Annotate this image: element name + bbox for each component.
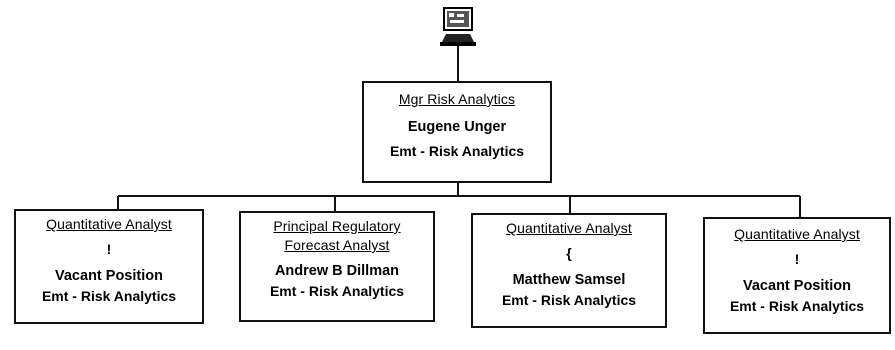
child-3-marker: { xyxy=(566,245,572,261)
child-1-dept: Emt - Risk Analytics xyxy=(41,288,177,304)
root-name: Eugene Unger xyxy=(407,119,507,135)
child-3-title: Quantitative Analyst xyxy=(506,220,632,236)
child-1-name: Vacant Position xyxy=(55,268,163,284)
child-2-title-line-2: Forecast Analyst xyxy=(284,237,390,253)
child-position-box-1[interactable]: Quantitative Analyst ! Vacant Position E… xyxy=(14,209,204,324)
root-position-box[interactable]: Mgr Risk Analytics Eugene Unger Emt - Ri… xyxy=(362,81,552,183)
child-position-box-3[interactable]: Quantitative Analyst { Matthew Samsel Em… xyxy=(471,213,667,328)
child-1-title: Quantitative Analyst xyxy=(46,216,172,232)
computer-icon xyxy=(438,6,478,48)
child-4-title: Quantitative Analyst xyxy=(734,226,860,242)
child-2-name: Andrew B Dillman xyxy=(274,263,400,279)
child-3-dept: Emt - Risk Analytics xyxy=(501,292,637,308)
child-4-marker: ! xyxy=(794,251,800,267)
child-2-title: Principal Regulatory xyxy=(273,218,401,234)
child-position-box-4[interactable]: Quantitative Analyst ! Vacant Position E… xyxy=(703,217,891,334)
child-1-marker: ! xyxy=(106,241,112,257)
child-3-name: Matthew Samsel xyxy=(512,272,626,288)
child-2-dept: Emt - Risk Analytics xyxy=(269,283,405,299)
root-title: Mgr Risk Analytics xyxy=(398,91,516,107)
child-4-dept: Emt - Risk Analytics xyxy=(729,298,865,314)
child-4-name: Vacant Position xyxy=(743,278,851,294)
child-position-box-2[interactable]: Principal Regulatory Forecast Analyst An… xyxy=(239,211,435,322)
root-dept: Emt - Risk Analytics xyxy=(389,143,525,159)
